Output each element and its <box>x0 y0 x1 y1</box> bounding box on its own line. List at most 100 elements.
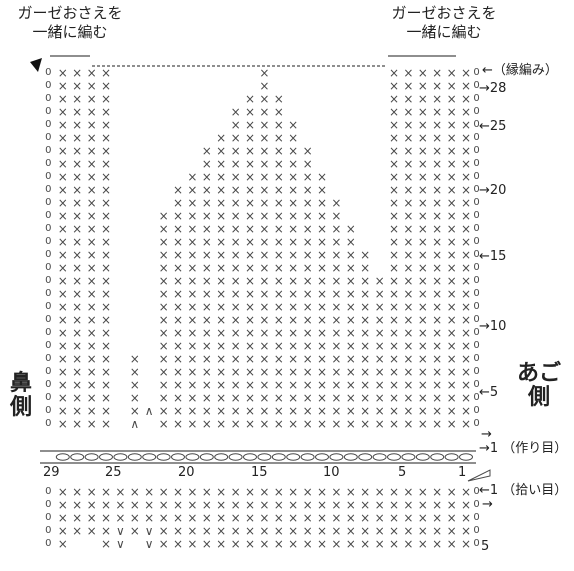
single-crochet-stitch: × <box>230 404 241 418</box>
single-crochet-stitch: × <box>460 498 472 512</box>
single-crochet-stitch: × <box>388 391 400 405</box>
single-crochet-stitch: × <box>100 157 112 171</box>
single-crochet-stitch: × <box>57 300 68 314</box>
single-crochet-stitch: × <box>230 339 241 353</box>
single-crochet-stitch: × <box>72 485 83 499</box>
single-crochet-stitch: × <box>86 391 97 405</box>
single-crochet-stitch: × <box>57 417 68 431</box>
single-crochet-stitch: × <box>230 261 241 275</box>
single-crochet-stitch: × <box>388 66 400 80</box>
single-crochet-stitch: × <box>432 105 443 119</box>
single-crochet-stitch: × <box>417 235 428 249</box>
single-crochet-stitch: × <box>129 365 140 379</box>
single-crochet-stitch: × <box>72 248 83 262</box>
single-crochet-stitch: × <box>158 235 169 249</box>
chain-edge-stitch: 0 <box>45 80 52 91</box>
single-crochet-stitch: × <box>417 352 428 366</box>
single-crochet-stitch: × <box>100 66 112 80</box>
foundation-chain-stitch <box>84 453 99 461</box>
single-crochet-stitch: × <box>57 183 68 197</box>
single-crochet-stitch: × <box>331 378 342 392</box>
single-crochet-stitch: × <box>187 365 198 379</box>
single-crochet-stitch: × <box>302 144 313 158</box>
chain-edge-stitch: 0 <box>473 353 480 364</box>
single-crochet-stitch: × <box>302 365 313 379</box>
single-crochet-stitch: × <box>417 105 428 119</box>
single-crochet-stitch: × <box>374 378 385 392</box>
single-crochet-stitch: × <box>158 417 169 431</box>
single-crochet-stitch: × <box>446 485 457 499</box>
single-crochet-stitch: × <box>86 170 97 184</box>
single-crochet-stitch: × <box>259 537 270 551</box>
single-crochet-stitch: × <box>244 248 256 262</box>
column-number-25: 25 <box>105 465 122 480</box>
single-crochet-stitch: × <box>201 524 212 538</box>
single-crochet-stitch: × <box>446 196 457 210</box>
single-crochet-stitch: × <box>432 235 443 249</box>
single-crochet-stitch: × <box>331 235 342 249</box>
single-crochet-stitch: × <box>288 183 299 197</box>
single-crochet-stitch: × <box>345 352 356 366</box>
single-crochet-stitch: × <box>403 378 414 392</box>
single-crochet-stitch: × <box>374 326 385 340</box>
single-crochet-stitch: × <box>432 248 443 262</box>
single-crochet-stitch: × <box>72 157 83 171</box>
foundation-chain-stitch <box>343 453 358 461</box>
single-crochet-stitch: × <box>216 313 227 327</box>
single-crochet-stitch: × <box>187 485 198 499</box>
foundation-chain-stitch <box>372 453 387 461</box>
single-crochet-stitch: × <box>201 261 212 275</box>
single-crochet-stitch: × <box>417 131 428 145</box>
single-crochet-stitch: × <box>360 339 371 353</box>
single-crochet-stitch: × <box>72 511 83 525</box>
single-crochet-stitch: × <box>316 404 328 418</box>
single-crochet-stitch: × <box>172 196 184 210</box>
single-crochet-stitch: × <box>360 352 371 366</box>
chain-edge-stitch: 0 <box>473 486 480 497</box>
chain-edge-stitch: 0 <box>45 184 52 195</box>
single-crochet-stitch: × <box>72 274 83 288</box>
single-crochet-stitch: × <box>259 404 270 418</box>
single-crochet-stitch: × <box>216 326 227 340</box>
single-crochet-stitch: × <box>259 170 270 184</box>
single-crochet-stitch: × <box>345 417 356 431</box>
single-crochet-stitch: × <box>388 485 400 499</box>
single-crochet-stitch: × <box>201 170 212 184</box>
single-crochet-stitch: × <box>100 365 112 379</box>
row-number-20: →20 <box>479 183 507 198</box>
single-crochet-stitch: × <box>403 287 414 301</box>
single-crochet-stitch: × <box>158 485 169 499</box>
single-crochet-stitch: × <box>446 222 457 236</box>
single-crochet-stitch: × <box>460 352 472 366</box>
single-crochet-stitch: × <box>244 339 256 353</box>
single-crochet-stitch: × <box>446 339 457 353</box>
foundation-chain-stitch <box>199 453 214 461</box>
single-crochet-stitch: × <box>446 300 457 314</box>
foundation-chain-stitch <box>185 453 200 461</box>
single-crochet-stitch: × <box>216 339 227 353</box>
single-crochet-stitch: × <box>187 326 198 340</box>
single-crochet-stitch: × <box>216 524 227 538</box>
single-crochet-stitch: × <box>187 274 198 288</box>
single-crochet-stitch: × <box>273 92 284 106</box>
single-crochet-stitch: × <box>432 144 443 158</box>
single-crochet-stitch: × <box>187 498 198 512</box>
single-crochet-stitch: × <box>72 339 83 353</box>
single-crochet-stitch: × <box>86 183 97 197</box>
single-crochet-stitch: × <box>460 131 472 145</box>
single-crochet-stitch: × <box>460 105 472 119</box>
single-crochet-stitch: × <box>302 313 313 327</box>
single-crochet-stitch: × <box>374 511 385 525</box>
single-crochet-stitch: × <box>259 79 270 93</box>
single-crochet-stitch: × <box>172 300 184 314</box>
single-crochet-stitch: × <box>201 326 212 340</box>
single-crochet-stitch: × <box>446 105 457 119</box>
single-crochet-stitch: × <box>345 222 356 236</box>
chain-edge-stitch: 0 <box>45 145 52 156</box>
single-crochet-stitch: × <box>360 537 371 551</box>
single-crochet-stitch: × <box>57 524 68 538</box>
chain-edge-stitch: 0 <box>473 145 480 156</box>
foundation-chain-stitch <box>228 453 243 461</box>
single-crochet-stitch: × <box>158 391 169 405</box>
